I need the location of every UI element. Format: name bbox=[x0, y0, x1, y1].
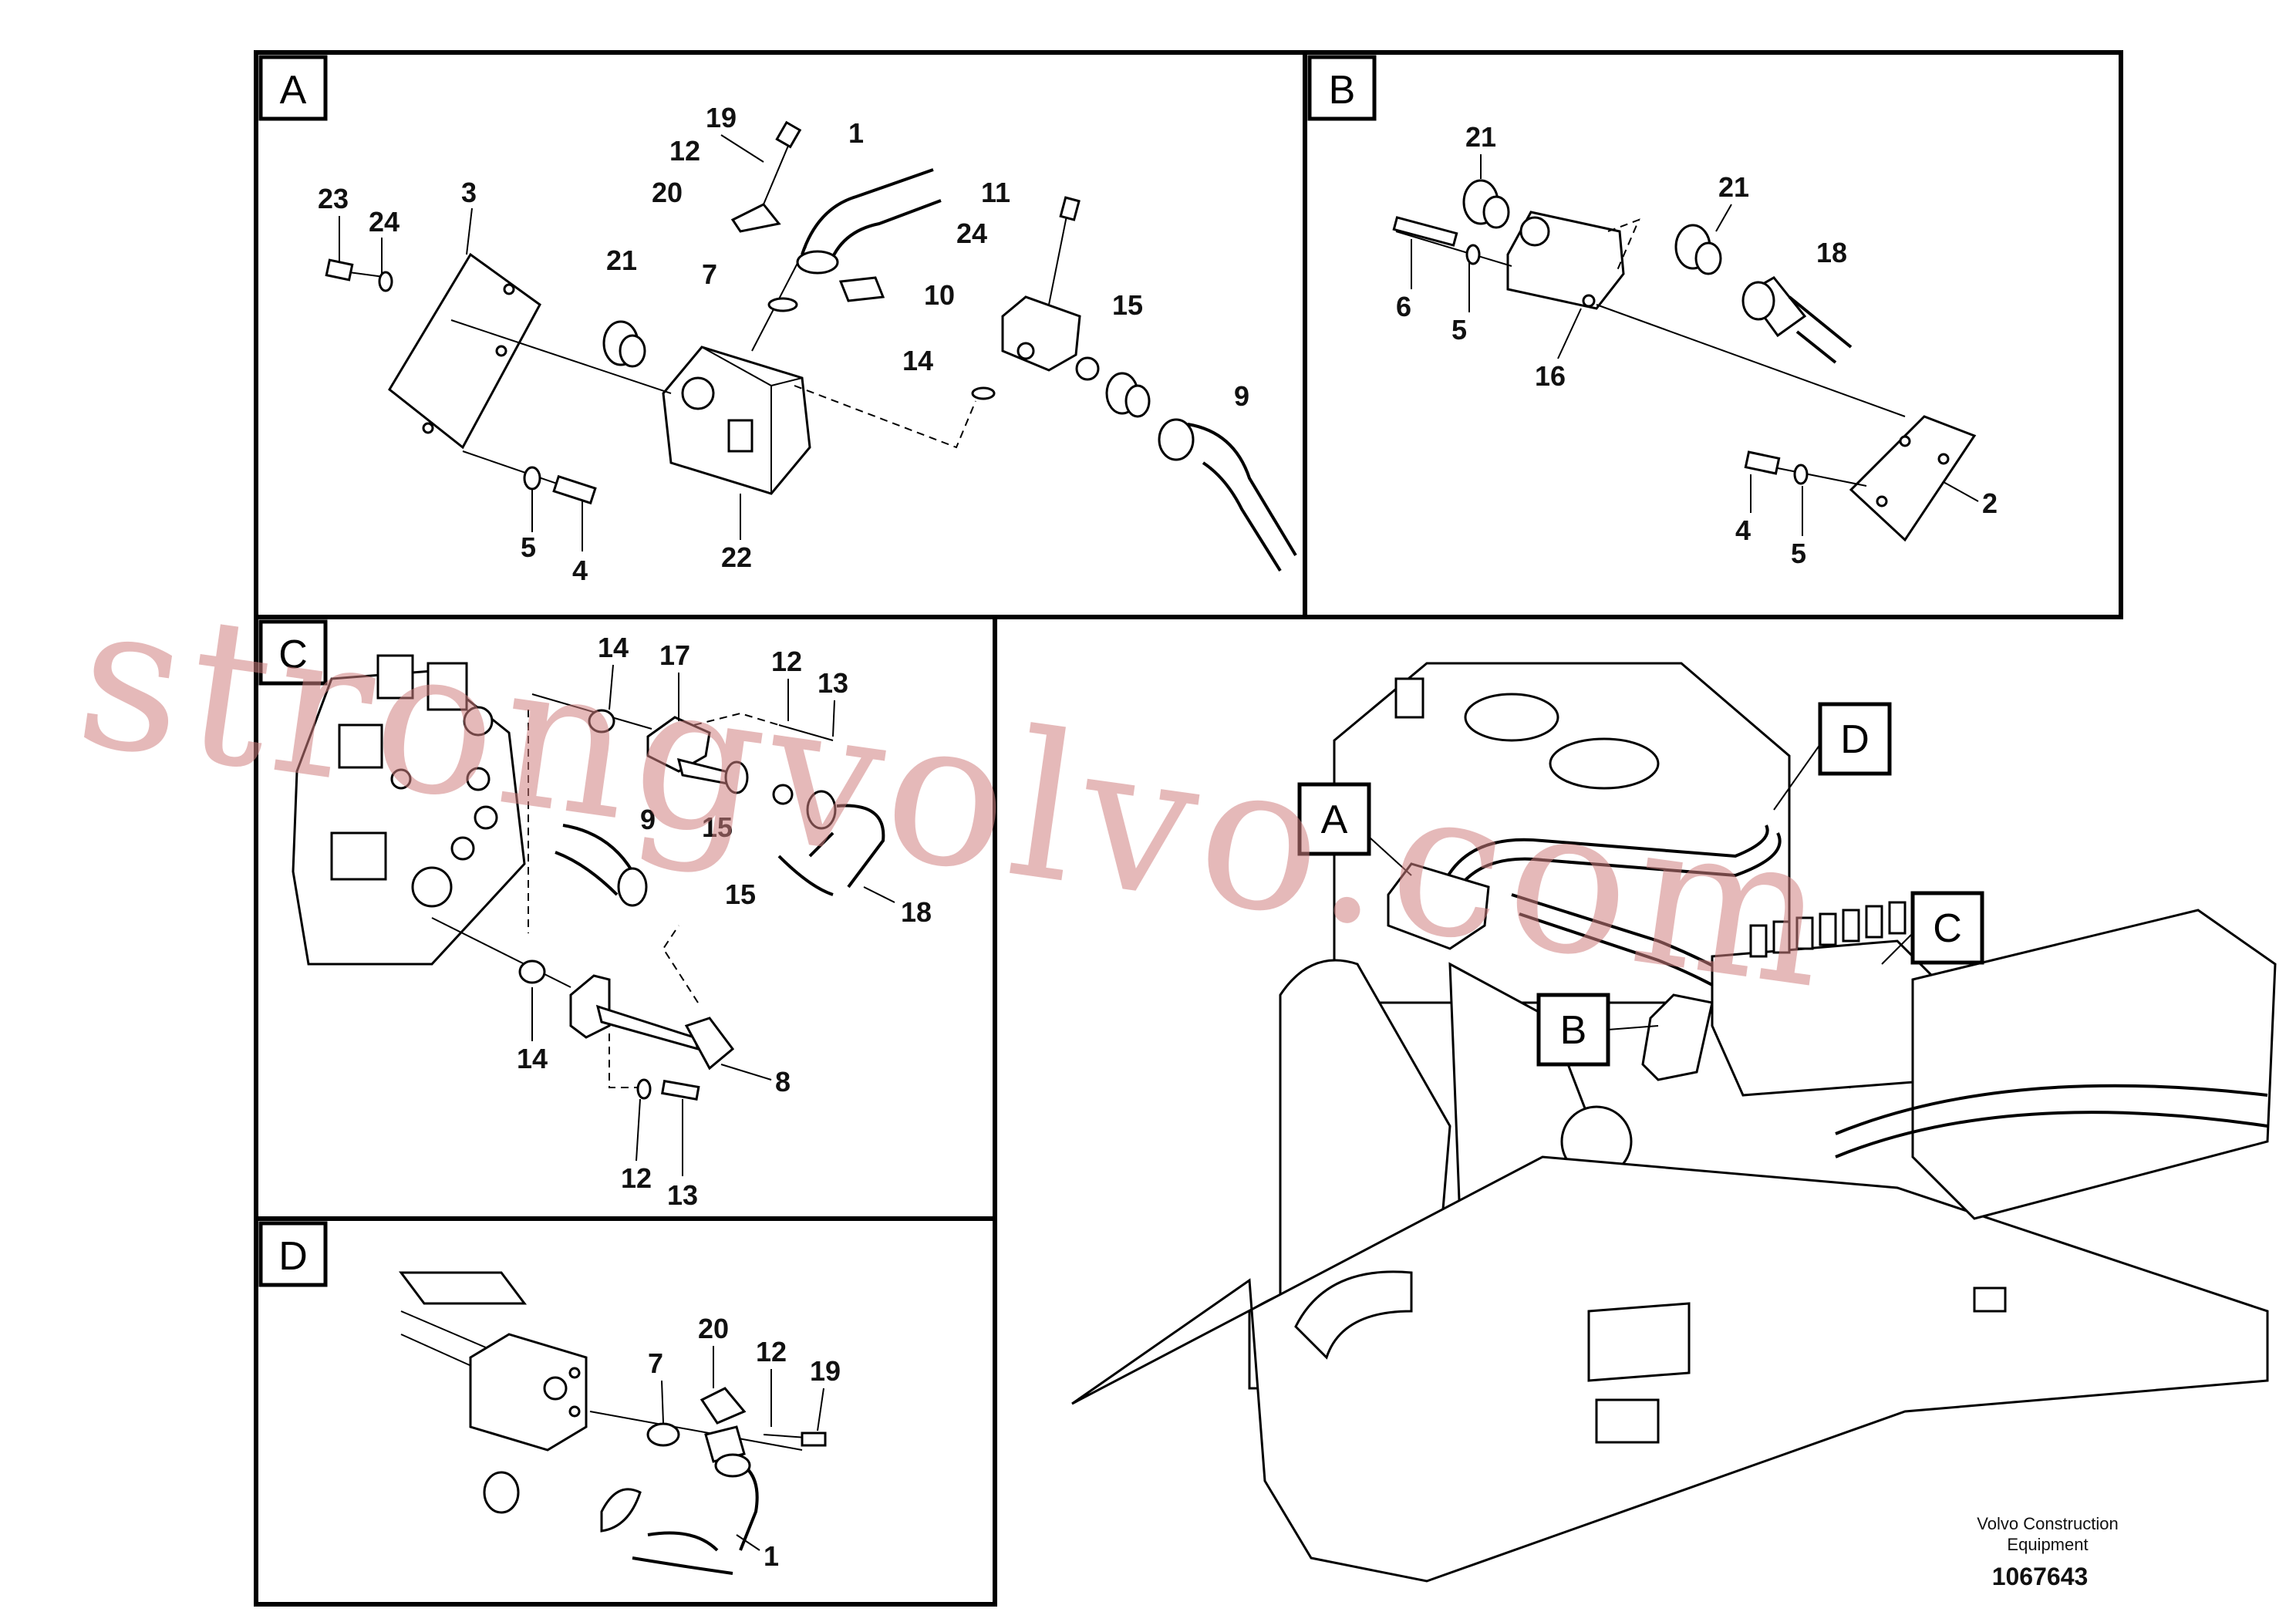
part-callout: 8 bbox=[775, 1066, 791, 1098]
panel-c-label: C bbox=[258, 619, 328, 686]
maker-line-1: Volvo Construction bbox=[1977, 1514, 2118, 1533]
part-callout: 5 bbox=[521, 531, 536, 563]
part-callout: 15 bbox=[725, 878, 756, 910]
panel-letter: A bbox=[1321, 798, 1348, 842]
panel-letter: B bbox=[1329, 68, 1356, 113]
part-callout: 15 bbox=[702, 811, 733, 843]
panel-a-label: A bbox=[258, 55, 328, 121]
part-callout: 19 bbox=[810, 1355, 841, 1387]
overview-marker-a: A bbox=[1297, 782, 1412, 876]
part-callout: 24 bbox=[956, 218, 987, 249]
overview-marker-b: B bbox=[1536, 993, 1659, 1067]
part-callout: 13 bbox=[667, 1179, 698, 1211]
part-callout: 5 bbox=[1451, 314, 1467, 346]
panel-letter: C bbox=[1933, 906, 1962, 951]
part-callout: 11 bbox=[981, 177, 1010, 208]
part-callout: 14 bbox=[517, 1043, 548, 1074]
panel-b-label: B bbox=[1307, 55, 1377, 121]
part-callout: 2 bbox=[1982, 487, 1998, 519]
part-callout: 1 bbox=[764, 1540, 779, 1572]
panel-c-drawing bbox=[292, 654, 885, 1101]
part-callout: 20 bbox=[698, 1313, 729, 1344]
part-callout: 12 bbox=[621, 1162, 652, 1194]
part-callout: 6 bbox=[1396, 291, 1411, 322]
overview-marker-c: C bbox=[1881, 891, 1984, 965]
part-callout: 7 bbox=[702, 258, 717, 290]
panel-d-label: D bbox=[258, 1221, 328, 1287]
part-callout: 21 bbox=[1718, 171, 1749, 203]
overview-machine-drawing bbox=[1071, 662, 2277, 1583]
part-callout: 21 bbox=[1465, 121, 1496, 153]
part-callout: 9 bbox=[640, 804, 656, 835]
part-callout: 14 bbox=[902, 345, 933, 376]
panel-b-drawing bbox=[1392, 179, 1977, 542]
part-callout: 16 bbox=[1535, 360, 1566, 392]
part-callout: 23 bbox=[318, 183, 349, 214]
bracket-plate bbox=[388, 252, 541, 450]
part-callout: 5 bbox=[1791, 538, 1806, 569]
panel-letter: B bbox=[1560, 1008, 1587, 1053]
overview-marker-d: D bbox=[1773, 702, 1892, 811]
panel-b-callouts: 21 21 18 6 5 16 4 5 2 bbox=[1396, 121, 1998, 569]
part-callout: 12 bbox=[669, 135, 700, 167]
part-callout: 18 bbox=[901, 896, 932, 928]
part-callout: 4 bbox=[572, 555, 588, 586]
part-callout: 4 bbox=[1735, 514, 1751, 546]
panel-letter: D bbox=[278, 1234, 308, 1279]
part-callout: 20 bbox=[652, 177, 683, 208]
part-callout: 3 bbox=[461, 177, 477, 208]
panel-d-drawing bbox=[399, 1271, 827, 1575]
part-callout: 10 bbox=[924, 279, 955, 311]
maker-line-2: Equipment bbox=[2007, 1535, 2088, 1554]
part-callout: 14 bbox=[598, 632, 629, 663]
part-callout: 22 bbox=[721, 541, 752, 573]
panel-c-callouts: 14 17 12 13 9 15 15 18 14 8 12 13 bbox=[517, 632, 932, 1211]
panel-letter: A bbox=[280, 68, 307, 113]
part-callout: 12 bbox=[771, 646, 802, 677]
drawing-footer: Volvo Construction Equipment 1067643 bbox=[1977, 1514, 2118, 1590]
panel-d-callouts: 7 20 12 19 1 bbox=[648, 1313, 841, 1572]
part-callout: 24 bbox=[369, 206, 400, 238]
panel-d-frame bbox=[254, 1216, 997, 1607]
panel-a-drawing bbox=[325, 120, 1297, 572]
part-callout: 7 bbox=[648, 1347, 663, 1379]
panel-b-frame bbox=[1303, 50, 2123, 619]
drawing-number: 1067643 bbox=[1992, 1563, 2089, 1590]
panel-a-callouts: 19 12 20 1 23 24 3 21 7 11 24 10 15 14 9… bbox=[318, 102, 1249, 586]
part-callout: 1 bbox=[848, 117, 864, 149]
part-callout: 21 bbox=[606, 244, 637, 276]
part-callout: 18 bbox=[1816, 237, 1847, 268]
part-callout: 19 bbox=[706, 102, 737, 133]
part-callout: 17 bbox=[659, 639, 690, 671]
part-callout: 13 bbox=[818, 667, 848, 699]
part-callout: 15 bbox=[1112, 289, 1143, 321]
part-callout: 12 bbox=[756, 1336, 787, 1367]
panel-letter: D bbox=[1840, 717, 1870, 762]
part-callout: 9 bbox=[1234, 380, 1249, 412]
panel-letter: C bbox=[278, 632, 308, 677]
